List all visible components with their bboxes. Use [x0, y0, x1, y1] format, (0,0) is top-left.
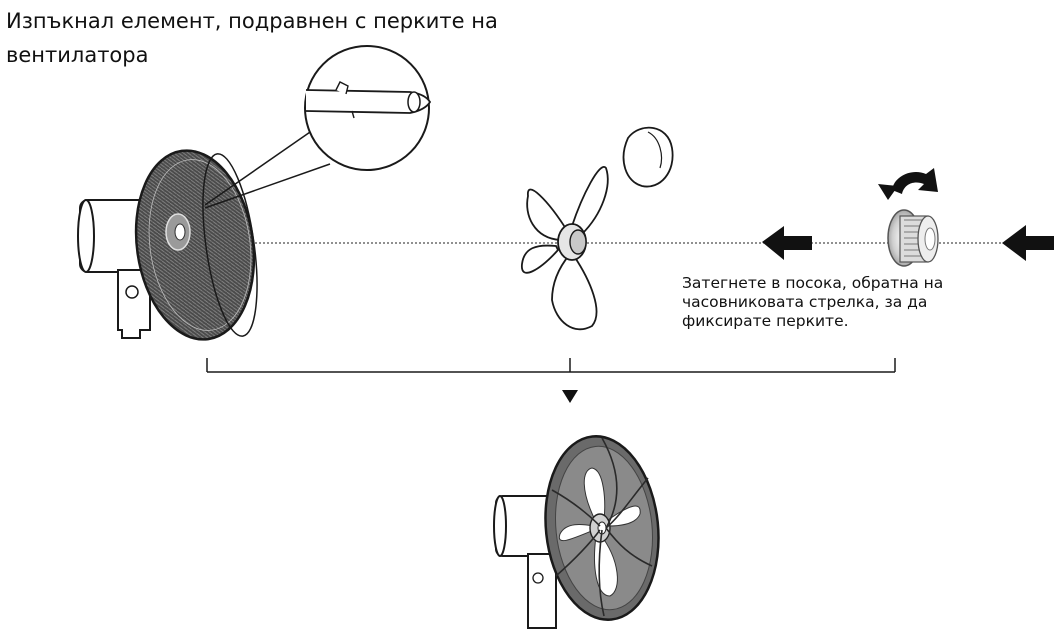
counterclockwise-arrow-icon	[878, 168, 938, 200]
shaft-detail-magnifier-icon	[304, 45, 432, 171]
left-arrow-icon	[1002, 225, 1054, 261]
protrusion-caption: Изпъкнал елемент, подравнен с перките на…	[6, 4, 566, 72]
down-triangle-icon	[562, 390, 578, 403]
tighten-caption-line1: Затегнете в посока, обратна на	[682, 274, 944, 292]
assembly-bracket	[206, 358, 896, 373]
assembled-fan-icon	[493, 435, 660, 629]
fan-grille-icon	[77, 149, 258, 341]
left-arrow-icon	[762, 226, 812, 260]
callout-lines	[204, 129, 331, 209]
protrusion-caption-line1: Изпъкнал елемент, подравнен с перките на	[6, 9, 498, 33]
tighten-caption-line3: фиксирате перките.	[682, 312, 849, 330]
spinner-cap-icon	[622, 126, 674, 188]
tighten-caption-line2: часовниковата стрелка, за да	[682, 293, 928, 311]
protrusion-caption-line2: вентилатора	[6, 43, 149, 67]
fan-blade-icon	[521, 165, 609, 331]
blade-nut-icon	[887, 209, 939, 267]
tighten-caption: Затегнете в посока, обратна на часовнико…	[682, 274, 1012, 331]
